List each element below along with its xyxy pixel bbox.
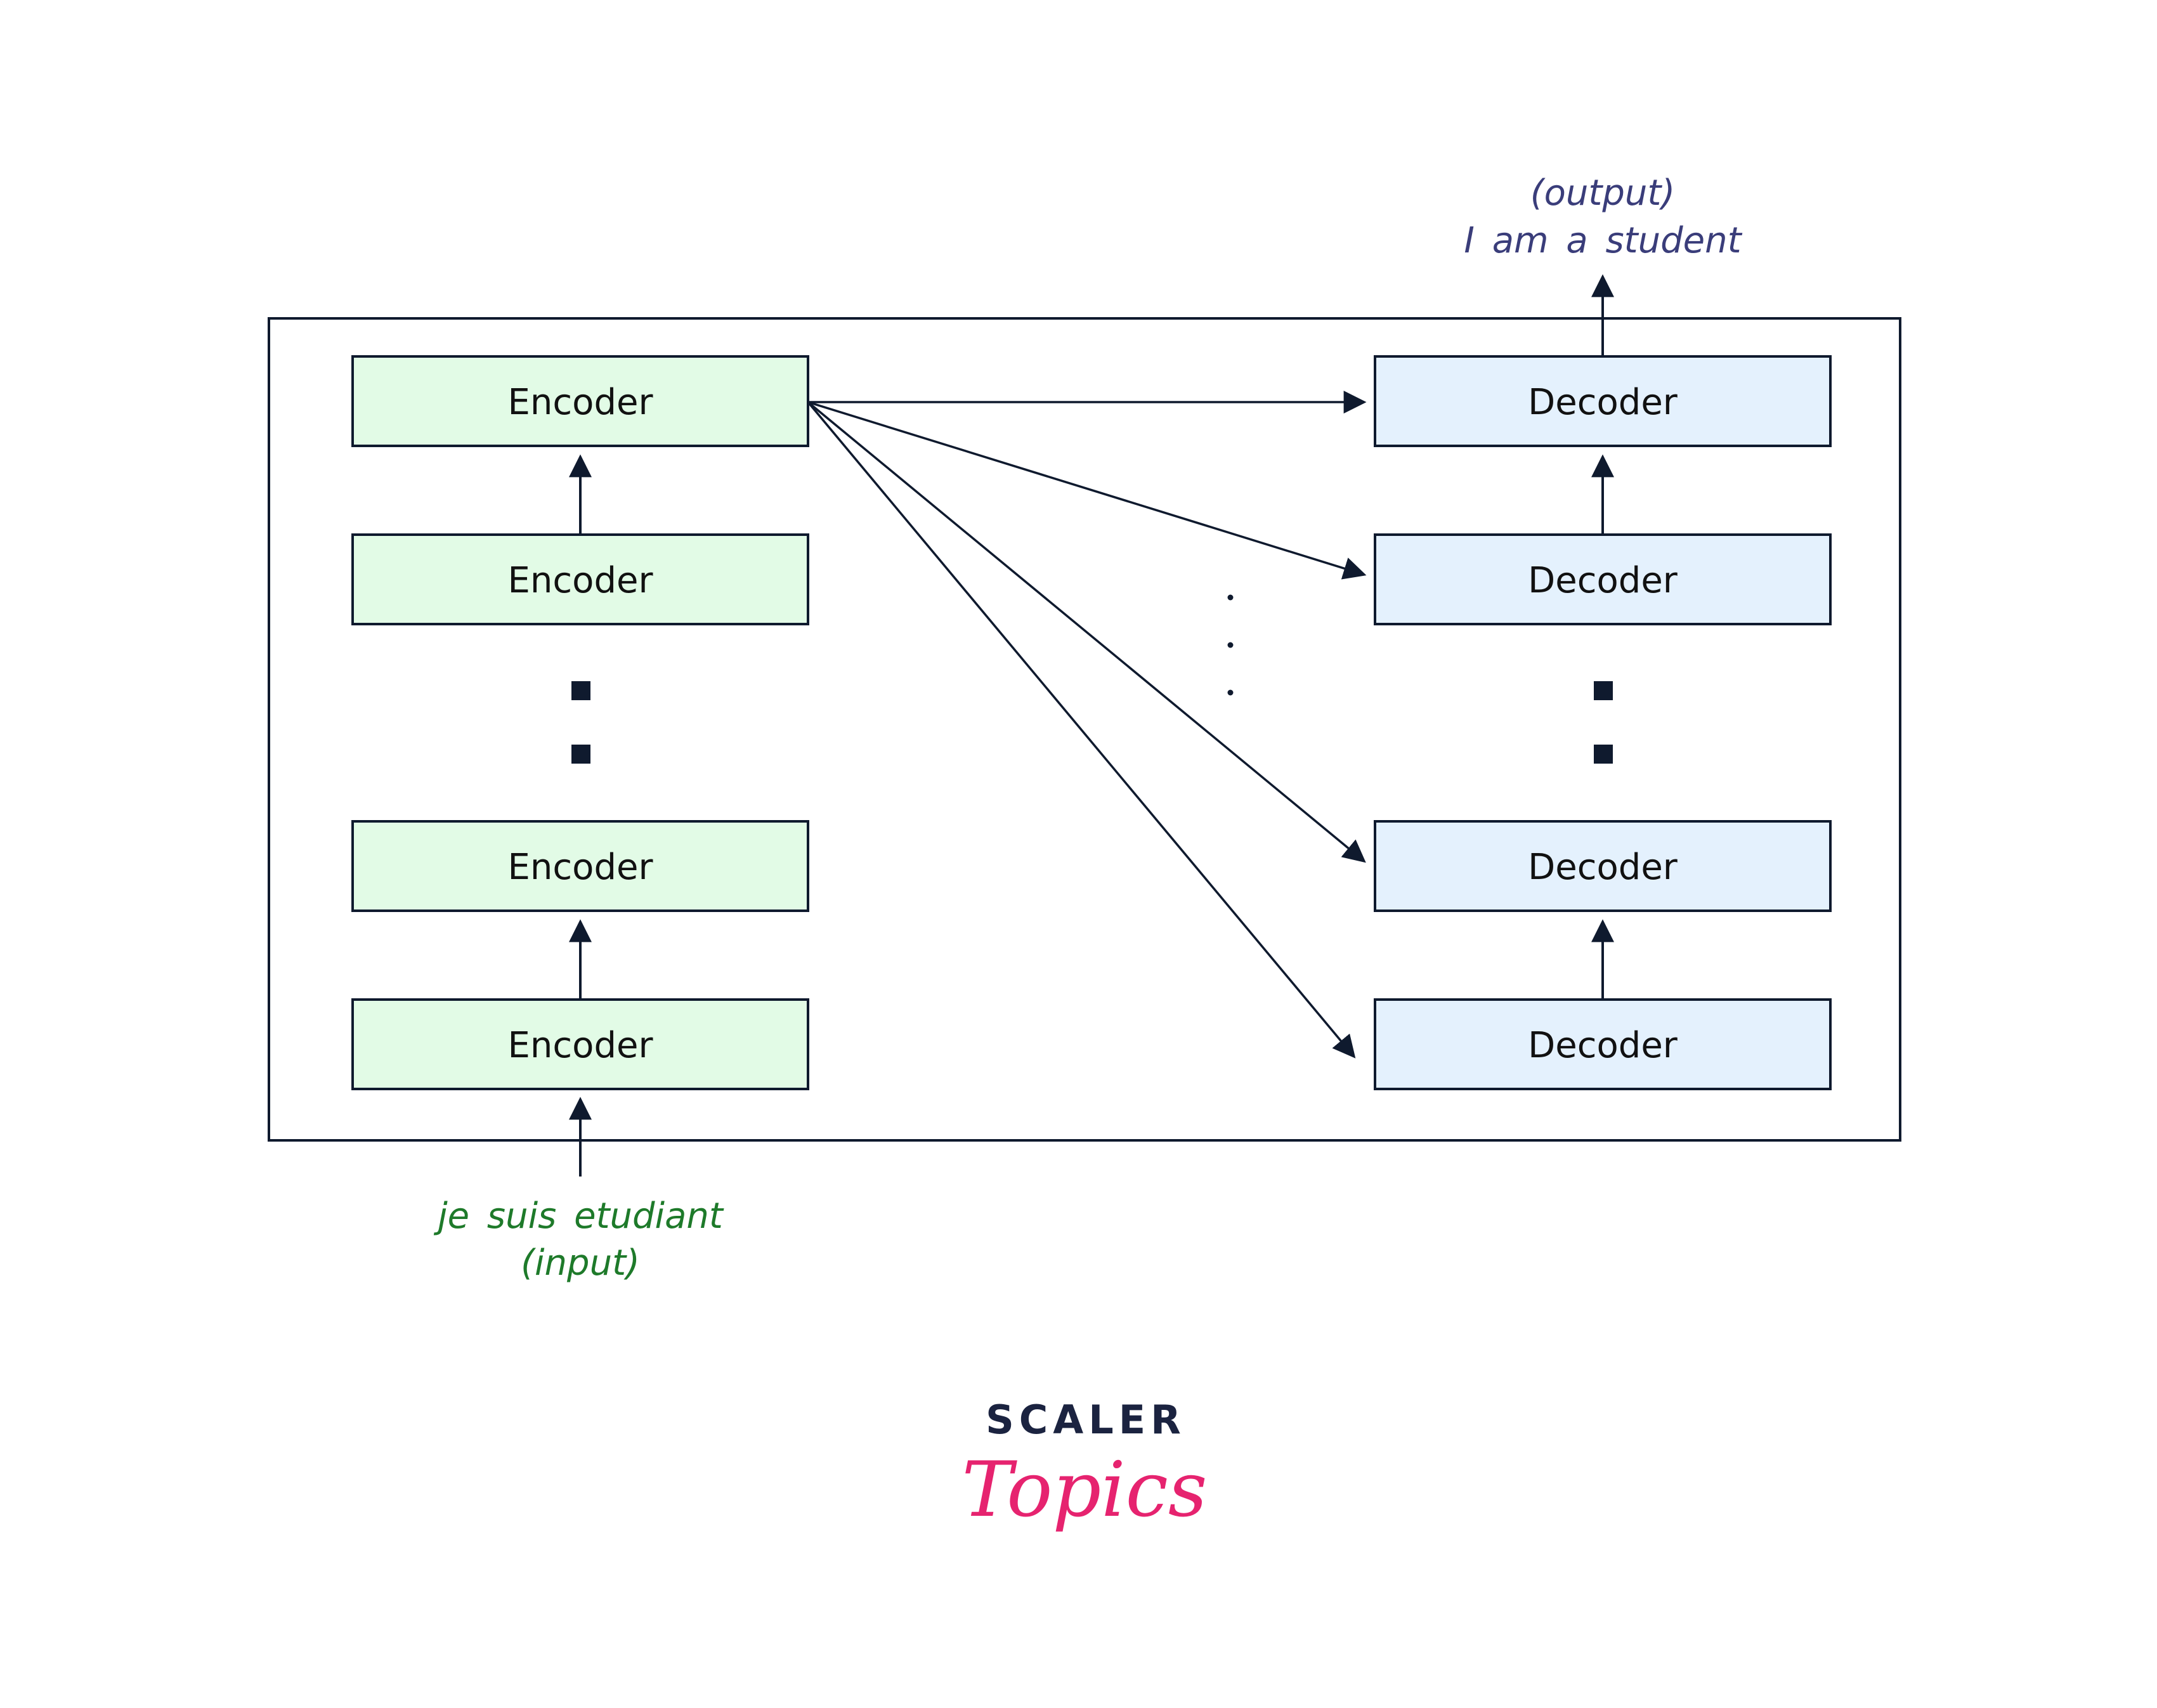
- decoder-stack: Decoder Decoder Decoder Decoder: [1374, 274, 1832, 1090]
- brand-subtitle: Topics: [962, 1446, 1208, 1534]
- decoder-block-second: Decoder: [1374, 533, 1832, 625]
- decoder-ellipsis-dot: [1594, 681, 1613, 700]
- input-sentence: je suis etudiant: [433, 1196, 724, 1237]
- encoder-block-third: Encoder: [351, 820, 809, 912]
- output-sentence: I am a student: [1464, 220, 1742, 261]
- arrow-ellipsis-dot: [1227, 594, 1234, 601]
- encoder-block-top: Encoder: [351, 355, 809, 447]
- encoder-to-decoder-arrows: [807, 391, 1367, 1059]
- encoder-label: Encoder: [508, 1025, 654, 1066]
- decoder-block-third: Decoder: [1374, 820, 1832, 912]
- decoder-label: Decoder: [1528, 847, 1678, 888]
- decoder-label: Decoder: [1528, 382, 1678, 423]
- decoder-block-top: Decoder: [1374, 355, 1832, 447]
- output-label: (output): [1530, 173, 1675, 214]
- encoder-ellipsis-dot: [571, 745, 590, 764]
- encoder-block-second: Encoder: [351, 533, 809, 625]
- encoder-stack: Encoder Encoder Encoder Encoder: [351, 355, 809, 1177]
- arrow-ellipsis-dot: [1227, 642, 1234, 648]
- scaler-topics-logo: SCALER Topics: [962, 1397, 1208, 1534]
- arrow-ellipsis-dot: [1227, 689, 1234, 696]
- context-arrow: [807, 401, 1356, 1059]
- encoder-block-bottom: Encoder: [351, 998, 809, 1090]
- brand-name: SCALER: [986, 1397, 1186, 1443]
- model-container: [268, 317, 1901, 1142]
- decoder-label: Decoder: [1528, 560, 1678, 601]
- encoder-label: Encoder: [508, 382, 654, 423]
- context-arrow: [807, 401, 1367, 580]
- context-arrow: [807, 401, 1366, 863]
- input-label: (input): [521, 1242, 640, 1284]
- encoder-ellipsis-dot: [571, 681, 590, 700]
- decoder-block-bottom: Decoder: [1374, 998, 1832, 1090]
- decoder-ellipsis-dot: [1594, 745, 1613, 764]
- encoder-label: Encoder: [508, 560, 654, 601]
- decoder-label: Decoder: [1528, 1025, 1678, 1066]
- encoder-label: Encoder: [508, 847, 654, 888]
